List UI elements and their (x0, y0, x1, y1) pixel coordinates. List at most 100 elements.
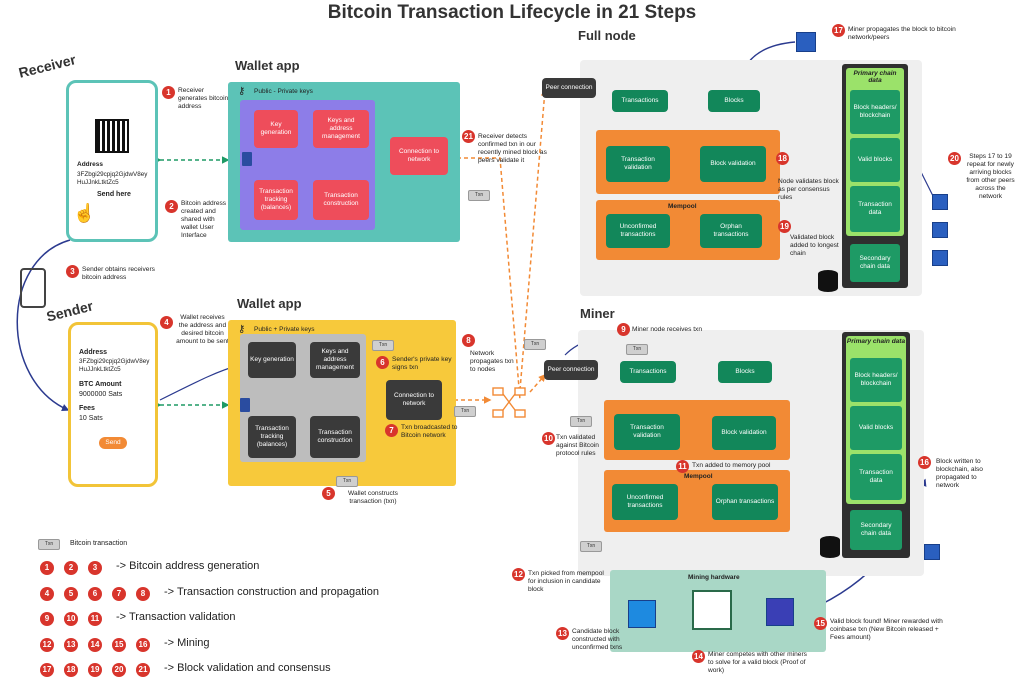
key-icon: ⚷ (238, 324, 246, 335)
legend-step-badge: 21 (136, 663, 150, 677)
legend-step-badge: 13 (64, 637, 78, 652)
database-icon (820, 536, 840, 558)
receiver-address-label: Address (77, 161, 104, 168)
miner-primary-label: Primary chain data (846, 338, 906, 345)
wallet-bottom-key-generation: Key generation (248, 342, 296, 378)
legend-step-badge: 1 (40, 561, 54, 575)
wallet-top-connection: Connection to network (390, 137, 448, 175)
legend-step-badge: 7 (112, 586, 126, 601)
step-15-text: Valid block found! Miner rewarded with c… (830, 618, 943, 641)
step-8-badge: 8 (462, 334, 475, 347)
wallet-top-key-generation: Key generation (254, 110, 298, 148)
scan-phone-icon (20, 268, 46, 308)
legend-txn-icon: Txn (38, 539, 60, 550)
network-icon (492, 387, 526, 418)
fees-value: 10 Sats (79, 415, 103, 422)
step-16-badge: 16 (918, 456, 931, 469)
step-12-text: Txn picked from mempool for inclusion in… (528, 570, 604, 593)
step-5-badge: 5 (322, 487, 335, 500)
miner-transactions: Transactions (620, 361, 676, 383)
legend-step-badge: 9 (40, 612, 54, 626)
step-20-text: Steps 17 to 19 repeat for newly arriving… (966, 153, 1015, 200)
wallet-app-bottom-title: Wallet app (237, 296, 302, 311)
step-5-text: Wallet constructs transaction (txn) (348, 490, 398, 505)
full-node-tx-data: Transaction data (850, 186, 900, 232)
full-node-unconfirmed: Unconfirmed transactions (606, 214, 670, 248)
wallet-bottom-connection: Connection to network (386, 380, 442, 420)
step-4-badge: 4 (160, 316, 173, 329)
step-6-badge: 6 (376, 356, 389, 369)
step-3-text: Sender obtains receivers bitcoin address (82, 266, 155, 281)
miner-headers: Block headers/ blockchain (850, 358, 902, 402)
send-here-link[interactable]: Send here (97, 191, 131, 198)
full-node-transactions: Transactions (612, 90, 668, 112)
step-7-badge: 7 (385, 424, 398, 437)
miner-secondary: Secondary chain data (850, 510, 902, 550)
step-14-badge: 14 (692, 650, 705, 663)
step-9-text: Miner node receives txn (632, 326, 703, 333)
step-21-text: Receiver detects confirmed txn in our re… (478, 133, 547, 164)
full-node-title: Full node (578, 28, 636, 43)
full-node-mempool-label: Mempool (668, 203, 697, 210)
txn-icon: Txn (580, 541, 602, 552)
server-icon (242, 152, 252, 166)
step-9-badge: 9 (617, 323, 630, 336)
block-cube-icon (932, 194, 948, 210)
wallet-app-bottom-panel: Public + Private keys ⚷ Key generation K… (228, 320, 456, 486)
full-node-blocks: Blocks (708, 90, 760, 112)
full-node-peer-connection: Peer connection (542, 78, 596, 98)
step-19-badge: 19 (778, 220, 791, 233)
step-12-badge: 12 (512, 568, 525, 581)
candidate-block-icon (628, 600, 656, 628)
wallet-top-keys-caption: Public - Private keys (254, 88, 313, 95)
receiver-address-value: 3FZbgi29cpjq2GjdwV8eyHuJJnkLtktZc5 (77, 171, 148, 186)
miner-tx-validation: Transaction validation (614, 414, 680, 450)
txn-icon: Txn (454, 406, 476, 417)
hand-pointer-icon: ☝ (73, 203, 96, 223)
receiver-phone: Address 3FZbgi29cpjq2GjdwV8eyHuJJnkLtktZ… (66, 80, 158, 242)
step-18-badge: 18 (776, 152, 789, 165)
wallet-bottom-tx-construction: Transaction construction (310, 416, 360, 458)
legend-step-badge: 14 (88, 637, 102, 652)
txn-icon: Txn (626, 344, 648, 355)
legend-step-badge: 16 (136, 637, 150, 652)
qr-code-icon (95, 119, 129, 153)
legend-step-badge: 15 (112, 637, 126, 652)
step-19-text: Validated block added to longest chain (790, 234, 839, 257)
step-10-badge: 10 (542, 432, 555, 445)
valid-block-icon (766, 598, 794, 626)
step-13-text: Candidate block constructed with unconfi… (572, 628, 623, 651)
legend-step-badge: 5 (64, 586, 78, 601)
step-8-text: Network propagates txn to nodes (470, 350, 514, 373)
step-4-text: Wallet receives the address and desired … (176, 314, 229, 345)
database-icon (818, 270, 838, 292)
step-16-text: Block written to blockchain, also propag… (936, 458, 983, 489)
block-cube-icon (932, 250, 948, 266)
legend-row-text: -> Transaction construction and propagat… (164, 585, 379, 598)
mining-hardware-label: Mining hardware (688, 574, 740, 581)
step-17-badge: 17 (832, 24, 845, 37)
step-6-text: Sender's private key signs txn (392, 356, 452, 371)
step-3-badge: 3 (66, 265, 79, 278)
txn-icon: Txn (524, 339, 546, 350)
sender-address-value: 3FZbgi29cpjq2GjdwV8eyHuJJnkLtktZc5 (79, 358, 150, 373)
txn-icon: Txn (468, 190, 490, 201)
wallet-app-top-panel: Public - Private keys ⚷ Key generation K… (228, 82, 460, 242)
fees-label: Fees (79, 405, 95, 412)
wallet-bottom-keys-caption: Public + Private keys (254, 326, 315, 333)
wallet-top-tx-tracking: Transaction tracking (balances) (254, 180, 298, 220)
full-node-valid-blocks: Valid blocks (850, 138, 900, 182)
legend-row-text: -> Transaction validation (116, 611, 236, 623)
legend-step-badge: 11 (88, 612, 102, 626)
step-11-text: Txn added to memory pool (692, 462, 771, 469)
legend-step-badge: 8 (136, 586, 150, 601)
miner-title: Miner (580, 306, 615, 321)
step-1-badge: 1 (162, 86, 175, 99)
full-node-tx-validation: Transaction validation (606, 146, 670, 182)
send-button[interactable]: Send (99, 437, 127, 449)
step-7-text: Txn broadcasted to Bitcoin network (401, 424, 458, 439)
legend-step-badge: 2 (64, 561, 78, 575)
full-node-secondary: Secondary chain data (850, 244, 900, 282)
page-title: Bitcoin Transaction Lifecycle in 21 Step… (327, 2, 697, 23)
miner-mempool-label: Mempool (684, 473, 713, 480)
